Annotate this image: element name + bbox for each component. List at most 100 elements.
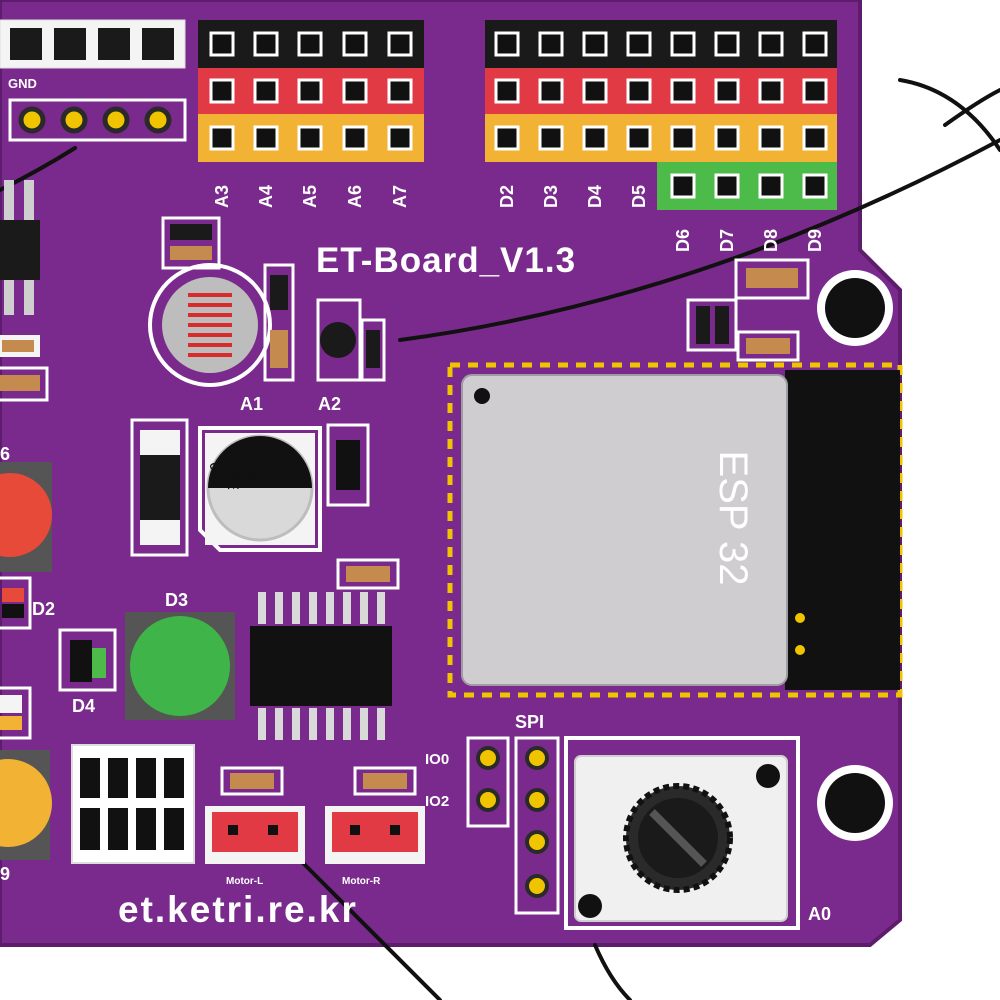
header-pin [297, 31, 323, 57]
d4-label: D4 [72, 696, 95, 716]
header-pin [342, 78, 368, 104]
header-pin [253, 31, 279, 57]
gold-pin-row [8, 98, 187, 142]
wire-right-top [898, 78, 1000, 152]
header-pin [758, 31, 784, 57]
wire-right-top2 [943, 88, 1000, 127]
digital-pin-label: D7 [717, 229, 737, 252]
smd-resistor-vertical [263, 263, 295, 382]
d3-label: D3 [165, 590, 188, 610]
header-pin [626, 78, 652, 104]
header-pin [387, 78, 413, 104]
header-pin-green-row [758, 173, 784, 199]
header-pin-green-row [802, 173, 828, 199]
header-pin [209, 78, 235, 104]
smd-left-lower [0, 686, 32, 740]
mounting-holes [817, 270, 893, 841]
motor-l-label: Motor-L [226, 876, 263, 887]
header-pin [670, 125, 696, 151]
header-pin [253, 78, 279, 104]
ic-chip-icon [250, 592, 392, 740]
smd-resistor-ic [336, 558, 400, 590]
header-pin [802, 31, 828, 57]
red-button[interactable] [0, 462, 52, 572]
header-pin [494, 78, 520, 104]
header-pin [626, 125, 652, 151]
motor-r-label: Motor-R [342, 876, 381, 887]
header-pin [253, 125, 279, 151]
analog-pin-label: A6 [345, 185, 365, 208]
header-pin [297, 78, 323, 104]
led-d4 [58, 628, 117, 692]
digital-header-pins [494, 31, 828, 199]
header-pin [582, 78, 608, 104]
spi-label: SPI [515, 712, 544, 732]
cap-text-3: 001 [206, 462, 222, 489]
analog-pin-label: A3 [212, 185, 232, 208]
cap-text-1: 1A [244, 462, 263, 483]
wire-bottom-motor [298, 858, 442, 1000]
smd-diode-left [130, 418, 189, 557]
header-pin [538, 31, 564, 57]
electrolytic-capacitor-icon: 1A ABE 001 [198, 426, 322, 552]
header-pin [626, 31, 652, 57]
board-title: ET-Board_V1.3 [316, 241, 576, 280]
header-pin [670, 31, 696, 57]
header-pin [714, 31, 740, 57]
esp32-module: ESP 32 [447, 362, 903, 698]
motor-r-connector[interactable] [325, 766, 425, 864]
io2-label: IO2 [425, 793, 449, 810]
smd-resistors-left [0, 335, 49, 402]
digital-pin-label: D5 [629, 185, 649, 208]
digital-pin-label: D3 [541, 185, 561, 208]
wire-bottom-pot [593, 943, 632, 1000]
header-pin-green-row [670, 173, 696, 199]
header-pin [297, 125, 323, 151]
header-pin [670, 78, 696, 104]
header-pin [538, 78, 564, 104]
motor-l-connector[interactable] [205, 766, 305, 864]
header-pin [802, 78, 828, 104]
analog-pin-label: A4 [256, 185, 276, 208]
esp32-label: ESP 32 [711, 451, 755, 586]
header-pin [342, 31, 368, 57]
analog-pin-labels: A3 A4 A5 A6 A7 [212, 185, 410, 208]
header-pin [209, 125, 235, 151]
digital-pin-label: D8 [761, 229, 781, 252]
green-button[interactable] [125, 612, 235, 720]
header-pin [714, 125, 740, 151]
dip-switch-block[interactable] [71, 744, 195, 864]
wires [0, 78, 1000, 1000]
yellow-button[interactable] [0, 750, 52, 860]
digital-pin-label: D4 [585, 185, 605, 208]
header-pin [582, 31, 608, 57]
header-pin [209, 31, 235, 57]
digital-pin-label: D9 [805, 229, 825, 252]
header-pin [494, 125, 520, 151]
d2-label: D2 [32, 599, 55, 619]
header-pin [494, 31, 520, 57]
header-pin [538, 125, 564, 151]
header-pin [342, 125, 368, 151]
digital-pin-label: D2 [497, 185, 517, 208]
analog-pin-label: A5 [300, 185, 320, 208]
a0-label: A0 [808, 904, 831, 924]
digital-pin-label: D6 [673, 229, 693, 252]
voltage-regulator [0, 180, 40, 315]
analog-pin-label: A7 [390, 185, 410, 208]
io0-label: IO0 [425, 751, 449, 768]
header-pin [387, 125, 413, 151]
partial-bottom-label: 9 [0, 864, 10, 884]
potentiometer-knob-icon[interactable] [564, 736, 800, 930]
gnd-header [0, 19, 186, 69]
cap-text-2: ABE [224, 462, 240, 490]
phototransistor-a2 [316, 298, 386, 382]
wire-right [398, 138, 1000, 342]
d6-label-partial: 6 [0, 444, 10, 464]
header-pin [387, 31, 413, 57]
header-pin [758, 125, 784, 151]
led-d2 [0, 576, 32, 630]
gnd-label: GND [8, 76, 37, 91]
io-pins [466, 736, 510, 828]
